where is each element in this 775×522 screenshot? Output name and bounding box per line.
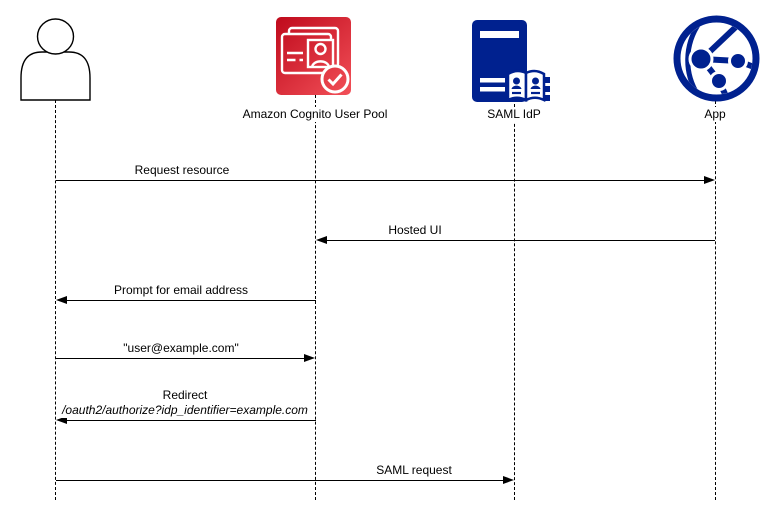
actor-user xyxy=(18,17,93,101)
message-label-redirect: Redirect xyxy=(160,388,210,403)
arrowhead-left-icon xyxy=(56,296,67,304)
lifeline-saml-idp xyxy=(514,104,515,500)
person-icon xyxy=(20,18,91,101)
message-label-request-resource: Request resource xyxy=(132,163,232,178)
lifeline-user xyxy=(55,100,56,500)
actor-saml-idp xyxy=(470,16,558,104)
arrowhead-right-icon xyxy=(503,476,514,484)
lifeline-cognito xyxy=(315,95,316,500)
message-label-user-email: "user@example.com" xyxy=(121,341,241,356)
message-line-user-email xyxy=(56,358,304,359)
message-label-saml-request: SAML request xyxy=(374,463,454,478)
message-label-prompt-email: Prompt for email address xyxy=(111,283,251,298)
arrowhead-right-icon xyxy=(304,354,315,362)
actor-cognito xyxy=(276,17,351,95)
actor-label-cognito: Amazon Cognito User Pool xyxy=(240,107,390,122)
message-line-prompt-email xyxy=(67,300,316,301)
message-line-saml-request xyxy=(56,480,503,481)
message-line-request-resource xyxy=(56,180,705,181)
actor-label-app: App xyxy=(702,107,728,122)
actor-app xyxy=(673,15,760,102)
arrowhead-right-icon xyxy=(704,176,715,184)
cognito-user-pool-icon xyxy=(276,17,351,95)
actor-label-saml-idp: SAML IdP xyxy=(485,107,543,122)
arrowhead-left-icon xyxy=(316,236,327,244)
saml-idp-server-book-icon xyxy=(472,20,550,103)
message-label-hosted-ui: Hosted UI xyxy=(386,223,444,238)
app-globe-network-icon xyxy=(673,15,760,102)
message-line-hosted-ui xyxy=(327,240,715,241)
lifeline-app xyxy=(715,101,716,500)
arrowhead-left-icon xyxy=(56,416,67,424)
message-label-redirect-url: /oauth2/authorize?idp_identifier=example… xyxy=(60,403,310,418)
message-line-redirect xyxy=(67,420,316,421)
